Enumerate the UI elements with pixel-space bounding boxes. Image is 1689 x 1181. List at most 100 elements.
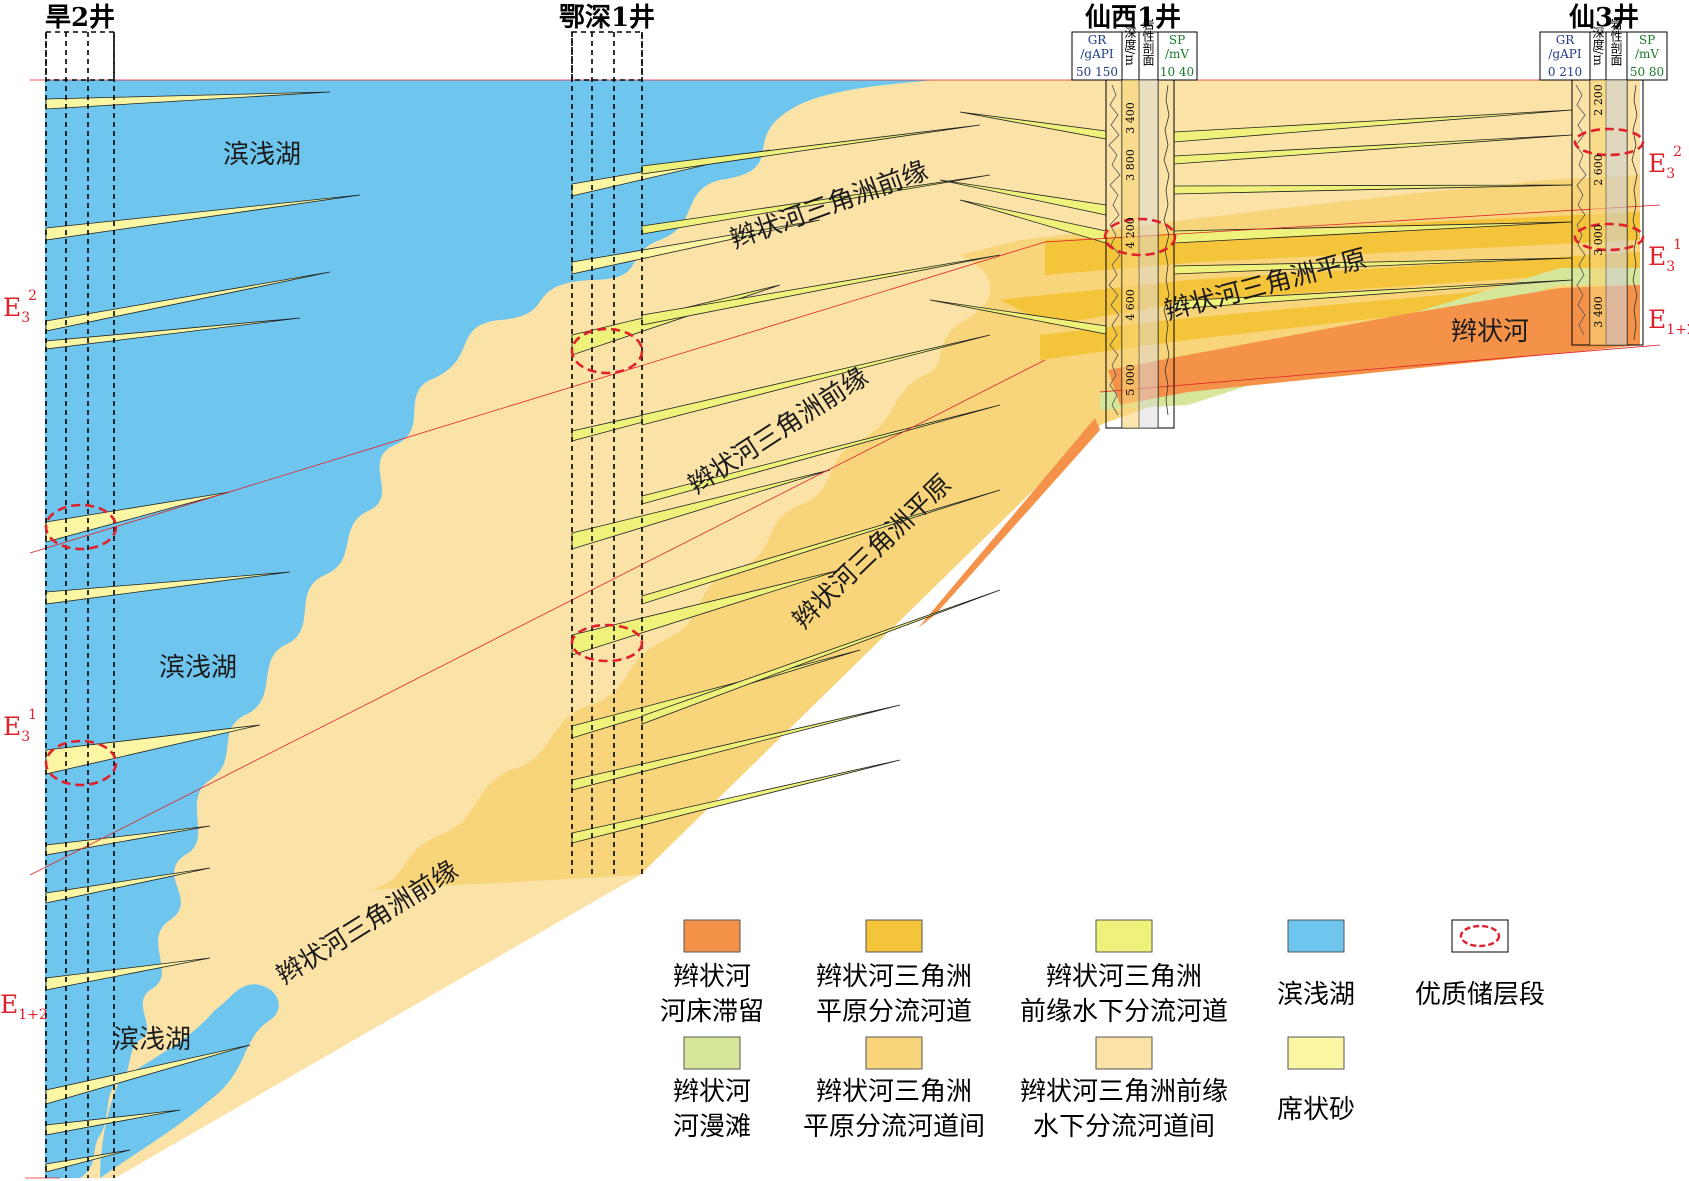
facies-label-lake-mid: 滨浅湖 xyxy=(159,653,237,683)
sand-lens xyxy=(45,825,211,856)
xianxi1-gr-range: 50 150 xyxy=(1076,65,1118,79)
strata-sub: 3 xyxy=(21,729,30,745)
xian3-header-box xyxy=(1539,31,1668,81)
reservoir-ellipse xyxy=(44,503,118,551)
strata-left: E 3 2 E31 E1+2 xyxy=(0,288,48,1023)
xian3-gr-curve xyxy=(1575,84,1587,336)
sand-lens xyxy=(45,317,301,350)
sand-lens xyxy=(45,571,291,605)
depth-tick: 2 200 xyxy=(1592,84,1605,116)
depth-tick: 4 600 xyxy=(1124,289,1137,321)
legend-label: 河床滞留 xyxy=(660,997,764,1027)
legend-label: 河漫滩 xyxy=(673,1112,751,1142)
reservoir-ellipse xyxy=(1573,127,1645,157)
depth-tick: 3 800 xyxy=(1124,149,1137,181)
plain-channel-band-2 xyxy=(1000,252,1640,325)
strata-sup: 1 xyxy=(1673,237,1682,253)
legend-label: 平原分流河道 xyxy=(816,997,972,1027)
channel-lag-body xyxy=(1108,285,1640,405)
strata-base: E xyxy=(1648,149,1666,178)
strata-sup: 2 xyxy=(1673,144,1682,160)
depth-tick: 2 600 xyxy=(1592,154,1605,186)
well-title-eshen1: 鄂深1井 xyxy=(559,3,655,33)
xianxi1-sp-label: SP xyxy=(1169,33,1185,47)
well-title-han2: 旱2井 xyxy=(45,3,115,33)
xianxi1-depth-label: 深度/m xyxy=(1123,26,1137,66)
correlation-lines xyxy=(25,79,1661,1179)
strata-sub: 3 xyxy=(1666,166,1675,182)
sand-lenses xyxy=(45,91,1573,1173)
xian3-depth-label: 深度/m xyxy=(1591,26,1605,66)
xian3-depth-track xyxy=(1590,80,1606,345)
depth-tick: 3 000 xyxy=(1592,224,1605,256)
strata-sub: 3 xyxy=(21,310,30,326)
strata-sub: 1+2 xyxy=(18,1007,48,1023)
xianxi1-sp-unit: /mV xyxy=(1165,47,1189,61)
legend-swatch-lag xyxy=(683,919,741,953)
reservoir-ellipse xyxy=(570,623,644,663)
lake-body xyxy=(45,80,935,1178)
legend-label: 优质储层段 xyxy=(1415,980,1545,1010)
legend: 辫状河 河床滞留 辫状河三角洲 平原分流河道 辫状河三角洲 前缘水下分流河道 滨… xyxy=(660,919,1545,1142)
xianxi1-litho-label: 岩性剖面 xyxy=(1141,17,1155,66)
legend-swatch-plain-channel xyxy=(865,919,923,953)
well-title-xianxi1: 仙西1井 xyxy=(1085,3,1181,33)
legend-swatch-front-channel xyxy=(1095,919,1153,953)
legend-label: 辫状河 xyxy=(673,962,751,992)
strata-base: E xyxy=(1648,305,1666,334)
well-han2-header-box xyxy=(45,31,115,81)
strata-base: E xyxy=(1648,242,1666,271)
strata-right-e32: E3 2 xyxy=(1648,144,1682,182)
xian3-litho-label: 岩性剖面 xyxy=(1609,17,1623,66)
reservoir-ellipse xyxy=(570,327,644,375)
strata-right-e12: E1+2 xyxy=(1648,305,1689,338)
legend-label: 平原分流河道间 xyxy=(803,1112,985,1142)
xian3-sp-curve xyxy=(1631,84,1638,341)
reservoir-ellipse xyxy=(1103,217,1177,257)
xianxi1-gr-label: GR xyxy=(1088,33,1108,47)
strata-base: E xyxy=(0,990,18,1019)
well-eshen1-header-box xyxy=(571,31,643,81)
strata-left-e12: E1+2 xyxy=(0,990,48,1023)
xianxi1-sp-range: 10 40 xyxy=(1160,65,1194,79)
well-eshen1-column xyxy=(571,31,643,875)
xian3-gr-range: 0 210 xyxy=(1548,65,1582,79)
xianxi1-gr-curve xyxy=(1108,84,1121,416)
plain-channel-band-1 xyxy=(1045,212,1640,275)
plain-channel-band-3 xyxy=(1040,285,1550,360)
legend-label: 辫状河三角洲 xyxy=(816,962,972,992)
xianxi1-depth-ticks: 3 400 3 800 4 200 4 600 5 000 xyxy=(1124,102,1137,396)
well-title-xian3: 仙3井 xyxy=(1569,3,1639,33)
legend-label: 席状砂 xyxy=(1277,1095,1355,1125)
legend-reservoir-ellipse xyxy=(1459,924,1501,948)
sand-lens xyxy=(45,957,211,991)
strata-sub: 3 xyxy=(1666,259,1675,275)
well-xian3-log xyxy=(1539,31,1668,346)
xian3-litho-track xyxy=(1606,80,1627,345)
correlation-line xyxy=(29,241,1046,554)
legend-label: 滨浅湖 xyxy=(1277,980,1355,1010)
correlation-line xyxy=(29,359,1046,876)
xian3-gr-unit: /gAPI xyxy=(1548,47,1581,61)
xian3-sp-range: 50 80 xyxy=(1630,65,1664,79)
legend-label: 辫状河三角洲 xyxy=(1046,962,1202,992)
depth-tick: 3 400 xyxy=(1592,296,1605,328)
facies-label-lake-bot: 滨浅湖 xyxy=(113,1025,191,1055)
legend-swatch-plain-inter xyxy=(865,1036,923,1070)
correlation-line xyxy=(1099,344,1661,393)
xian3-sp-unit: /mV xyxy=(1635,47,1659,61)
strata-sub: 1+2 xyxy=(1666,322,1689,338)
strata-left-e31: E31 xyxy=(3,707,37,745)
legend-swatch-front-inter xyxy=(1095,1036,1153,1070)
legend-swatch-sheet xyxy=(1287,1036,1345,1070)
strata-right: E32 E31 E1+2 xyxy=(1648,144,1689,338)
facies-label-braided: 辫状河 xyxy=(1451,317,1529,347)
strata-sup: 2 xyxy=(28,288,37,304)
sand-lens xyxy=(45,271,331,332)
depth-tick: 4 200 xyxy=(1124,217,1137,249)
xian3-depth-ticks: 2 200 2 600 3 000 3 400 xyxy=(1592,84,1605,328)
sand-lens xyxy=(571,704,901,791)
depth-tick: 5 000 xyxy=(1124,364,1137,396)
xianxi1-depth-track xyxy=(1122,80,1139,428)
